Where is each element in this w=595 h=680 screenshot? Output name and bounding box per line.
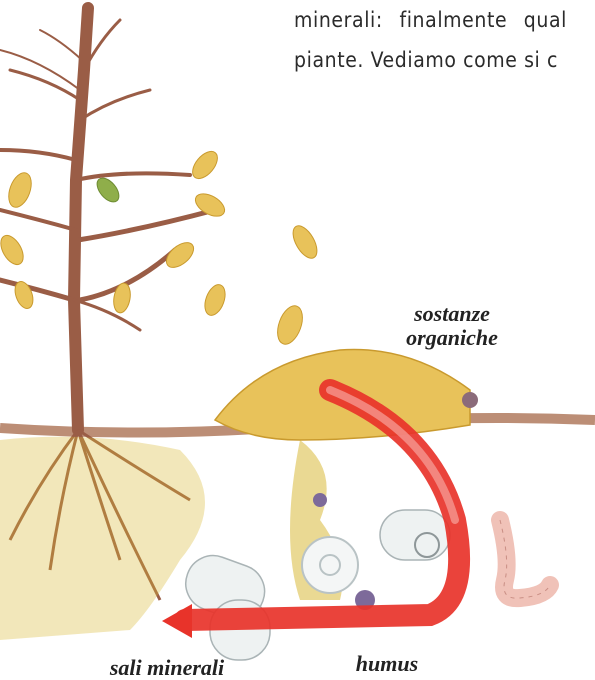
root-soil — [0, 437, 205, 640]
earthworm — [500, 520, 550, 598]
tree — [0, 8, 215, 430]
leaves — [0, 147, 322, 348]
label-mineral-salts: sali minerali — [92, 656, 242, 680]
label-organic-substances: sostanze organiche — [392, 302, 512, 350]
label-humus: humus — [352, 652, 422, 676]
cycle-arrowhead — [162, 604, 192, 638]
